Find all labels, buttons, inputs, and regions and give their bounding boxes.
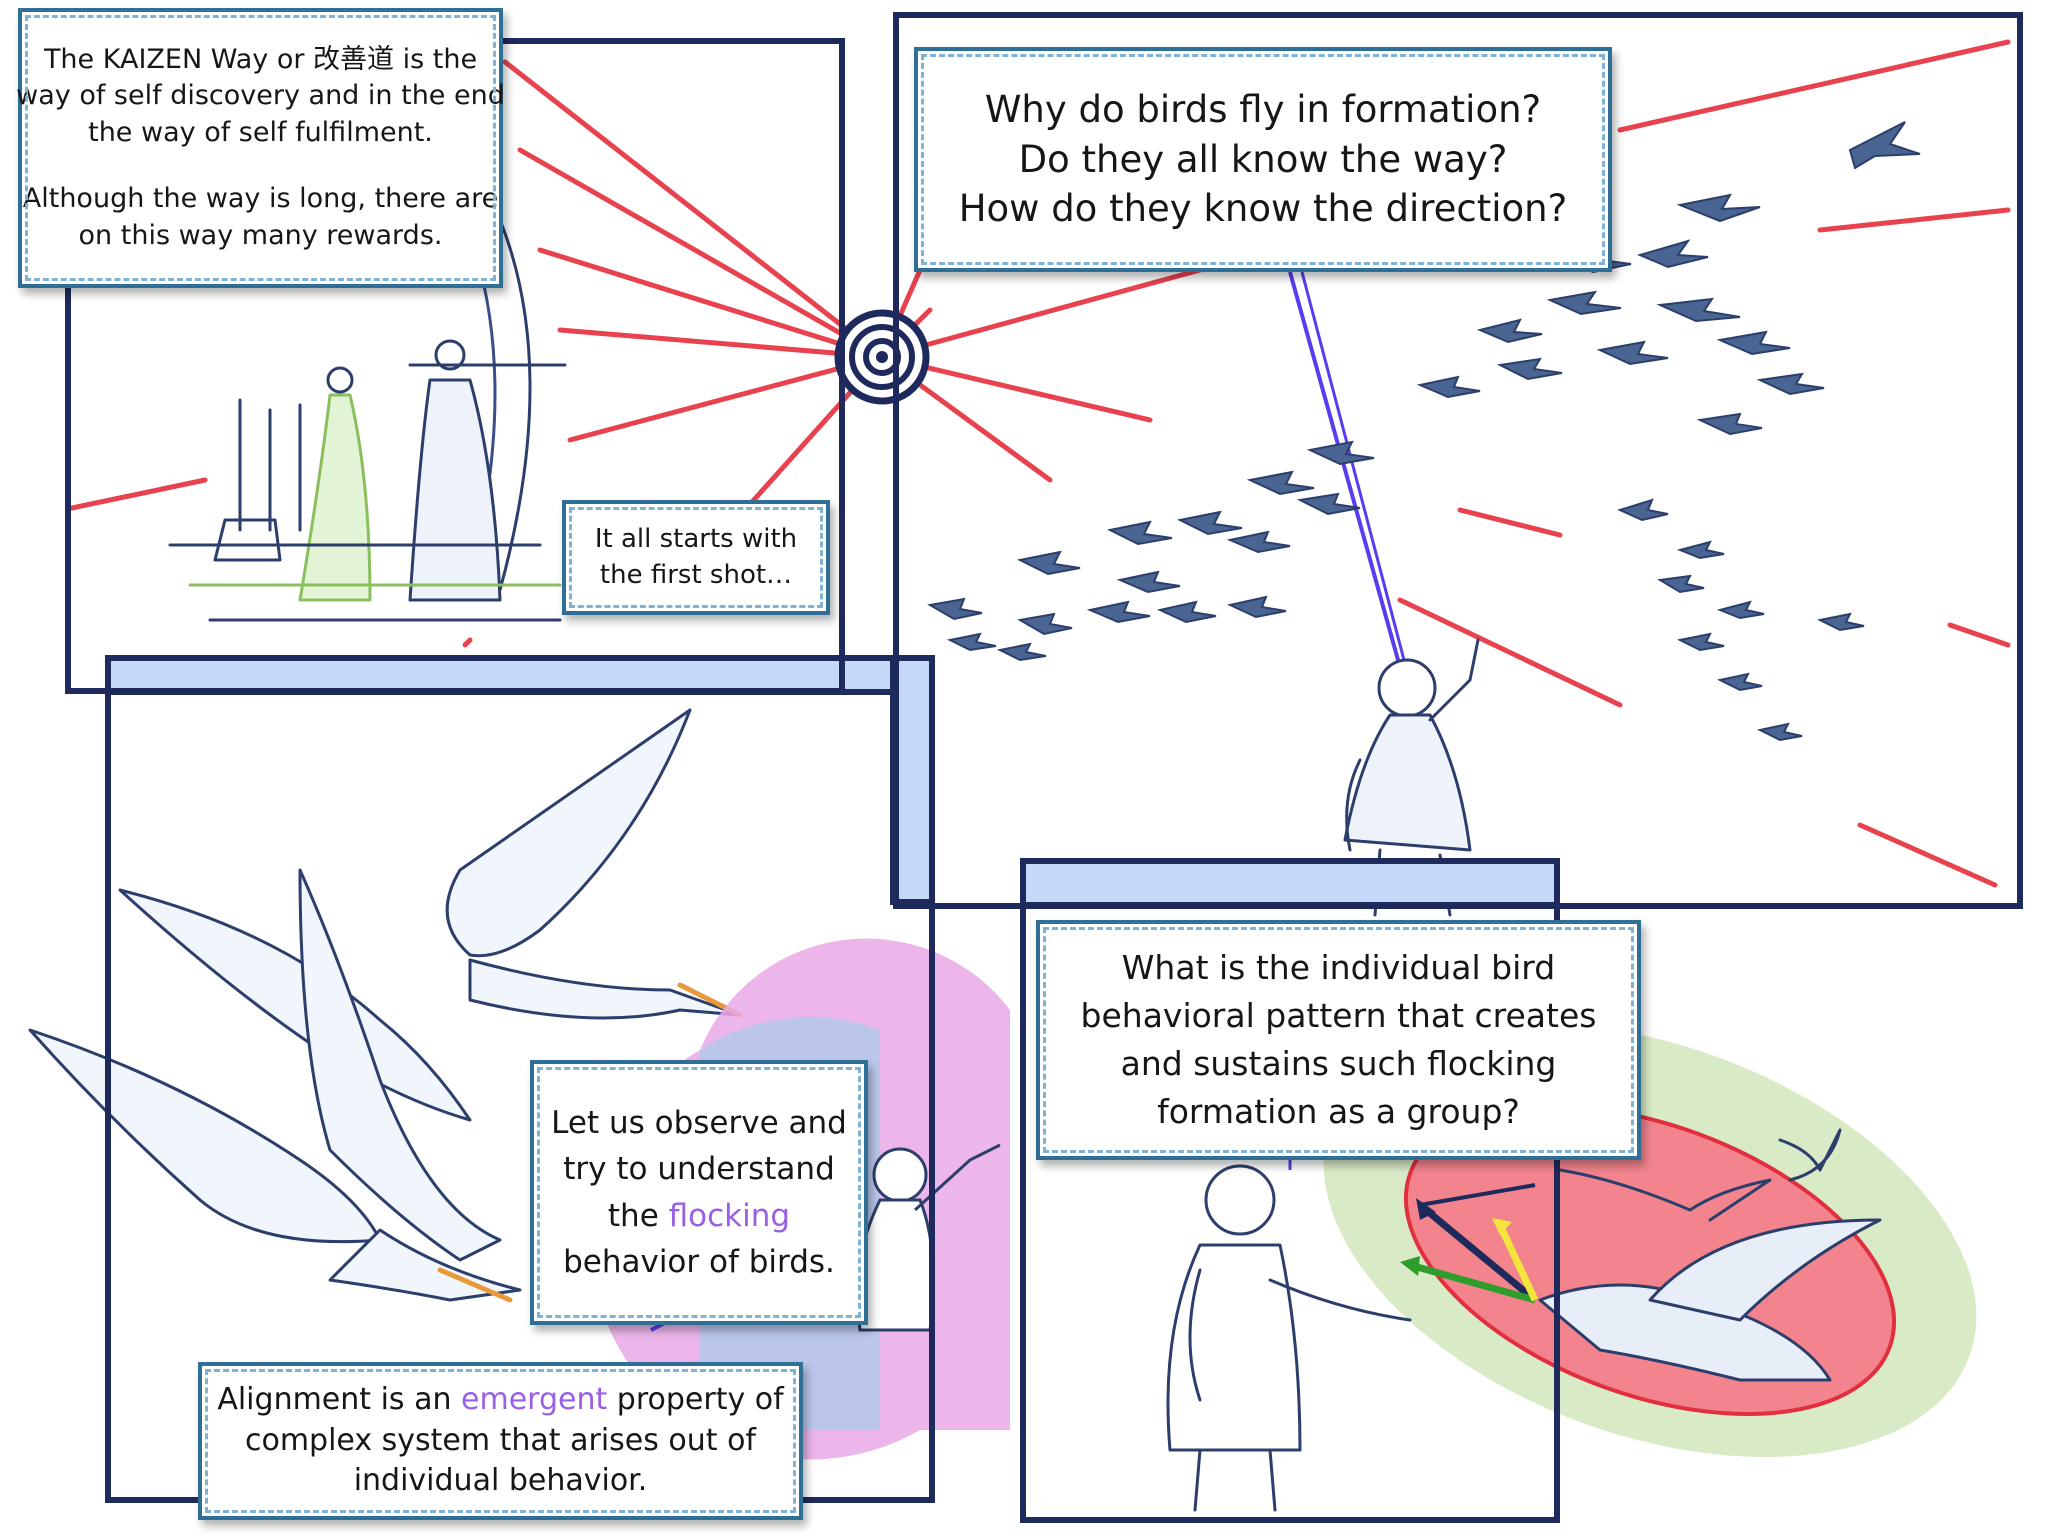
birds-question-line-2: Do they all know the way?: [1018, 137, 1508, 181]
caption-pattern-question: What is the individual bird behavioral p…: [1036, 920, 1641, 1160]
observe-line-4: behavior of birds.: [563, 1244, 835, 1280]
caption-first-shot: It all starts with the first shot…: [562, 500, 830, 615]
caption-observe: Let us observe and try to understand the…: [530, 1060, 868, 1325]
kid-sketch: [1343, 638, 1480, 917]
observe-line-2: try to understand: [563, 1151, 835, 1187]
pattern-line-2: behavioral pattern that creates: [1080, 996, 1597, 1036]
alignment-line-3: individual behavior.: [353, 1463, 648, 1499]
emergent-highlight: emergent: [461, 1382, 608, 1418]
pattern-line-3: and sustains such flocking: [1120, 1044, 1557, 1083]
caption-birds-question: Why do birds fly in formation? Do they a…: [914, 47, 1612, 272]
pointer-beam: [1288, 271, 1406, 661]
birds-question-line-3: How do they know the direction?: [958, 187, 1568, 231]
first-shot-line-1: It all starts with: [594, 524, 798, 555]
first-shot-line-2: the first shot…: [599, 559, 793, 590]
pattern-line-1: What is the individual bird: [1121, 948, 1556, 988]
target-icon: [834, 309, 930, 405]
archers-sketch: [168, 218, 567, 622]
large-birds-sketch: [28, 708, 743, 1303]
caption-kaizen: The KAIZEN Way or 改善道 is the way of self…: [16, 8, 505, 288]
panel-behavioral-pattern: [1020, 858, 1560, 1523]
kaizen-line-5: on this way many rewards.: [78, 219, 443, 251]
panel-bird-formation: [893, 12, 2023, 909]
pattern-line-4: formation as a group?: [1157, 1091, 1520, 1131]
alignment-line-1: Alignment is an emergent property of: [217, 1382, 784, 1418]
bird-flock: [927, 121, 1921, 742]
kaizen-line-1: The KAIZEN Way or 改善道 is the: [43, 43, 478, 75]
presenter-sketch: [1166, 1164, 1412, 1512]
observe-line-3: the flocking: [607, 1197, 791, 1234]
birds-question-line-1: Why do birds fly in formation?: [984, 87, 1542, 131]
observe-line-1: Let us observe and: [551, 1104, 847, 1141]
kaizen-line-4: Although the way is long, there are: [22, 183, 499, 215]
kaizen-line-3: the way of self fulfilment.: [88, 116, 433, 148]
flocking-highlight: flocking: [668, 1197, 791, 1234]
caption-alignment: Alignment is an emergent property of com…: [198, 1362, 803, 1520]
goose-sketch: [1538, 1128, 1882, 1382]
alignment-line-2: complex system that arises out of: [244, 1422, 756, 1458]
kaizen-line-2: way of self discovery and in the end: [16, 80, 505, 112]
